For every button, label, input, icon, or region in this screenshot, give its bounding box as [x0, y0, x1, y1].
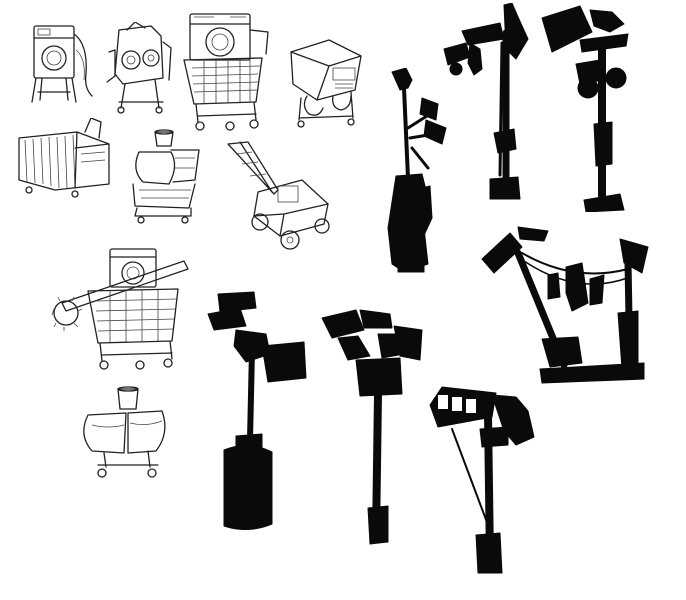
bucket-bundle-cart-sketch [78, 385, 174, 483]
wire-frame-lights-silhouette [478, 223, 656, 385]
projector-crane-silhouette [428, 385, 540, 575]
oil-radiator-sketch [15, 118, 115, 200]
shopping-cart-washer-sketch [180, 10, 275, 135]
spotlight-on-bin-silhouette [206, 290, 308, 530]
washing-machine-sketch [28, 20, 93, 110]
cart-with-saw-arm-sketch [48, 245, 190, 375]
camera-post-silhouette [540, 4, 632, 212]
boombox-robot-sketch [105, 22, 175, 117]
stove-on-wheels-sketch [285, 38, 370, 130]
signal-post-tall-silhouette [442, 3, 534, 201]
lamp-pole-cluster-silhouette [382, 68, 454, 278]
light-tree-pole-silhouette [318, 308, 428, 546]
lawn-mower-sketch [222, 140, 334, 252]
bucket-cart-sketch [125, 128, 205, 226]
